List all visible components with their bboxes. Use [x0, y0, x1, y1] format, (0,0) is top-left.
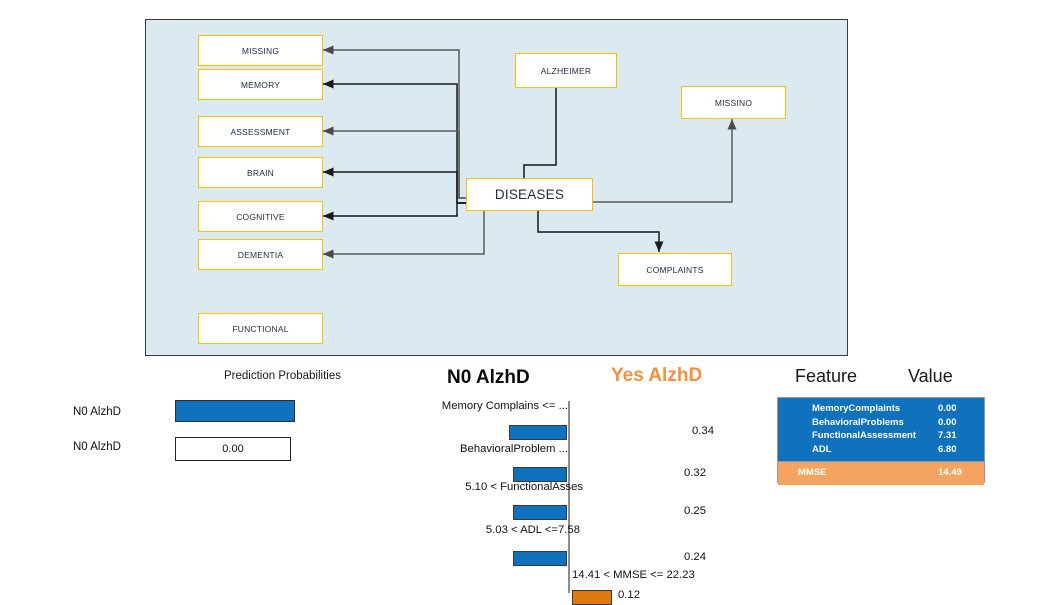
lime-bar-positive: [572, 590, 612, 605]
node-label: MISSING: [241, 45, 280, 56]
prediction-probabilities-title: Prediction Probabilities: [224, 370, 341, 382]
explanation-header-negative: N0 AlzhD: [447, 367, 530, 388]
feature-value: 0.00: [938, 403, 957, 414]
table-row: ADL 6.80: [778, 443, 984, 457]
feature-name: BehavioralProblems: [812, 416, 904, 428]
prediction-row-label-2: N0 AlzhD: [73, 441, 121, 453]
table-row: MemoryComplaints 0.00: [778, 402, 984, 416]
node-missino[interactable]: MISSINO: [681, 86, 786, 119]
node-label: MISSINO: [714, 97, 753, 108]
node-missing[interactable]: MISSING: [198, 35, 323, 66]
lime-zero-axis: [568, 401, 570, 593]
lime-bar-negative: [513, 505, 567, 520]
feature-value: 14.49: [938, 467, 962, 478]
node-label: MEMORY: [240, 79, 281, 90]
lime-feature-label: BehavioralProblem ...: [460, 443, 568, 455]
lime-weight-label: 0.32: [684, 467, 706, 479]
entity-diagram-panel: MISSING MEMORY ASSESSMENT BRAIN COGNITIV…: [145, 19, 848, 356]
feature-name: FunctionalAssessment: [812, 430, 916, 441]
node-label: ALZHEIMER: [540, 65, 592, 76]
node-label: COMPLAINTS: [646, 264, 704, 275]
node-diseases[interactable]: DISEASES: [466, 178, 593, 211]
node-label: ASSESSMENT: [230, 126, 291, 137]
lime-feature-label: Memory Complains <= ...: [441, 400, 568, 412]
lime-feature-label: 5.10 < FunctionalAsses: [465, 481, 583, 493]
node-assessment[interactable]: ASSESSMENT: [198, 116, 323, 147]
table-row: MMSE 14.49: [778, 466, 984, 480]
lime-explanation-chart: Memory Complains <= ... 0.34 BehavioralP…: [420, 396, 790, 605]
lime-bar-negative: [509, 425, 567, 440]
lime-weight-label: 0.25: [684, 505, 706, 517]
node-cognitive[interactable]: COGNITIVE: [198, 201, 323, 232]
feature-name: MemoryComplaints: [812, 403, 901, 414]
prediction-probability-value: 0.00: [175, 437, 291, 461]
value-column-header: Value: [908, 366, 953, 386]
node-label: DEMENTIA: [237, 249, 284, 260]
prediction-row-label-1: N0 AlzhD: [73, 406, 121, 418]
lime-weight-label: 0.12: [618, 589, 640, 601]
node-label: DISEASES: [494, 187, 565, 202]
feature-value: 0.00: [938, 416, 957, 428]
feature-value: 6.80: [938, 443, 957, 455]
feature-table-footer: MMSE 14.49: [778, 461, 984, 485]
lime-bar-negative: [513, 551, 567, 566]
table-row: FunctionalAssessment 7.31: [778, 429, 984, 443]
lime-feature-label: 5.03 < ADL <=7.58: [485, 524, 580, 536]
prediction-probability-bar: [175, 400, 295, 422]
node-label: BRAIN: [247, 167, 274, 178]
lime-bar-negative: [513, 467, 567, 482]
node-label: COGNITIVE: [236, 211, 285, 222]
feature-value: 7.31: [938, 430, 957, 441]
explanation-header-positive: Yes AlzhD: [611, 365, 703, 386]
lime-feature-label: 14.41 < MMSE <= 22.23: [572, 569, 695, 581]
node-functional[interactable]: FUNCTIONAL: [198, 313, 323, 344]
node-alzheimer[interactable]: ALZHEIMER: [515, 53, 617, 88]
feature-value-table: MemoryComplaints 0.00 BehavioralProblems…: [777, 397, 985, 485]
node-brain[interactable]: BRAIN: [198, 157, 323, 188]
feature-column-header: Feature: [795, 366, 858, 386]
feature-table-body: MemoryComplaints 0.00 BehavioralProblems…: [778, 398, 984, 461]
node-label: FUNCTIONAL: [232, 323, 289, 334]
lime-weight-label: 0.24: [684, 551, 706, 563]
table-row: BehavioralProblems 0.00: [778, 416, 984, 430]
node-memory[interactable]: MEMORY: [198, 69, 323, 100]
lime-weight-label: 0.34: [692, 425, 714, 437]
feature-name: MMSE: [798, 467, 827, 478]
node-dementia[interactable]: DEMENTIA: [198, 239, 323, 270]
node-complaints[interactable]: COMPLAINTS: [618, 253, 732, 286]
feature-name: ADL: [812, 443, 832, 455]
